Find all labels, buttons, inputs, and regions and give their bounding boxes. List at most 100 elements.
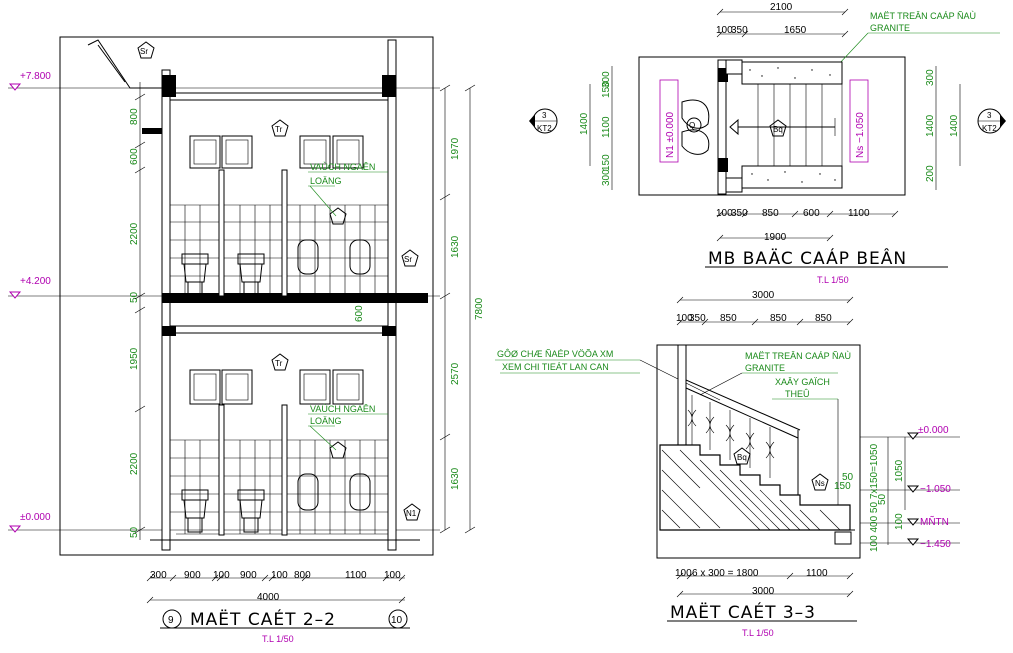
dim-label: 100 <box>716 25 733 36</box>
level-label: ±0.000 <box>20 512 51 523</box>
note-text: MAËT TREÂN CAÁP ÑAÙ <box>870 11 976 21</box>
dim-label: 350 <box>731 208 748 219</box>
dim-label: 350 <box>731 25 748 36</box>
dim-label: 850 <box>815 313 832 324</box>
plan-scale: T.L 1/50 <box>817 275 849 285</box>
dim-label: 4000 <box>257 592 280 603</box>
dim-label: 800 <box>129 108 140 125</box>
note-text: VAÙCH NGAÊN <box>310 162 375 172</box>
level-box-ns: Ns −1.050 <box>849 79 869 163</box>
level-marker-bottom: ±0.000 <box>8 512 51 533</box>
tag-text: Ns <box>815 479 825 488</box>
level-box-n1: N1 ±0.000 <box>659 79 679 163</box>
dim-label: 100 <box>384 570 401 581</box>
note-text: THEÛ <box>785 389 810 399</box>
dim-label: 2570 <box>450 362 461 385</box>
level-label: Ns −1.050 <box>855 112 866 158</box>
dim-label: 50 <box>877 493 888 505</box>
ref-text: KT2 <box>982 124 997 133</box>
dim-label: 1400 <box>579 112 590 135</box>
tag-tr-low: Tr <box>271 353 289 371</box>
dim-label: 1630 <box>450 467 461 490</box>
note-text: XAÂY GAÏCH <box>775 377 830 387</box>
tag-text: Sr <box>404 255 412 264</box>
dim-label: 600 <box>129 148 140 165</box>
dim-label: 1630 <box>450 235 461 258</box>
dim-label: 50 <box>129 526 140 538</box>
dim-label: 100 <box>271 570 288 581</box>
dim-label: 900 <box>240 570 257 581</box>
dim-label: 1650 <box>784 25 807 36</box>
section-ref-right: 3 KT2 <box>977 108 1006 134</box>
dim-label: 850 <box>762 208 779 219</box>
tag-text: N1 <box>406 509 417 518</box>
dim-label: 100 <box>716 208 733 219</box>
dim-label: 1950 <box>129 347 140 370</box>
level-marker-mid: +4.200 <box>8 276 51 299</box>
dim-label: 150 <box>601 81 612 98</box>
dim-label: 300 <box>601 169 612 186</box>
level-label: ±0.000 <box>918 425 949 436</box>
note-text: VAÙCH NGAÊN <box>310 404 375 414</box>
dim-label: 300 <box>925 69 936 86</box>
dim-label: 2200 <box>129 452 140 475</box>
dim-label: 1100 <box>345 570 367 581</box>
dim-label: 100 <box>676 313 693 324</box>
tag-text: Tr <box>275 125 283 134</box>
tag-text: Bq <box>737 453 747 462</box>
plan-frame <box>638 56 906 196</box>
dim-label: 900 <box>184 570 201 581</box>
section-title: MAËT CAÉT 2–2 <box>190 608 336 630</box>
section-ref-left: 3 KT2 <box>529 108 558 134</box>
dim-label: 800 <box>294 570 311 581</box>
dim-label: 850 <box>720 313 737 324</box>
dim-label: 50 <box>129 291 140 303</box>
dim-label: 600 <box>354 305 365 322</box>
section-scale: T.L 1/50 <box>262 634 294 644</box>
dim-label: 100 400 50 7x150=1050 <box>869 443 880 552</box>
svg-text:150: 150 <box>834 481 851 492</box>
dim-label: 100 <box>213 570 230 581</box>
tag-tr-top: Tr <box>271 119 289 137</box>
tag-sr-top: Sr <box>137 41 155 59</box>
ref-text: 3 <box>987 111 992 120</box>
level-label: +7.800 <box>20 71 51 82</box>
note-text: GRANITE <box>870 23 910 33</box>
dim-label: 300 <box>601 71 612 88</box>
section33-scale: T.L 1/50 <box>742 628 774 638</box>
tag-text: Sr <box>140 47 148 56</box>
section-3-3: 3000 100 350 850 850 850 GÔØ CHÆ ÑAÉP VÖ… <box>495 290 960 638</box>
sec33-tag-ns: Ns <box>811 473 829 491</box>
dim-label: 1100 <box>848 208 870 219</box>
dim-label: 1100 <box>601 116 612 138</box>
section-3-3-frame <box>656 344 861 559</box>
dim-label: 200 <box>925 165 936 182</box>
dim-label: 2200 <box>129 222 140 245</box>
dim-label: 350 <box>689 313 706 324</box>
level-label: MÑTN <box>920 515 949 528</box>
dim-label: 7800 <box>474 297 485 320</box>
dim-label: 2100 <box>770 2 793 13</box>
dim-label: 1970 <box>450 137 461 160</box>
svg-text:50: 50 <box>842 472 854 483</box>
ref-text: KT2 <box>537 124 552 133</box>
dim-label: 1050 <box>894 459 905 482</box>
sec33-tag-bq: Bq <box>733 447 751 465</box>
tag-sr-mid: Sr <box>401 249 419 267</box>
tag-text: Tr <box>275 359 283 368</box>
section33-title: MAËT CAÉT 3–3 <box>670 601 816 623</box>
tag-n1: N1 <box>403 503 421 521</box>
level-label: +4.200 <box>20 276 51 287</box>
partition-note-lower: VAÙCH NGAÊN LOÄNG <box>308 404 388 451</box>
note-text: LOÄNG <box>310 416 342 426</box>
note-text: MAËT TREÂN CAÁP ÑAÙ <box>745 351 851 361</box>
note-text: LOÄNG <box>310 176 342 186</box>
dim-label: 150 <box>601 154 612 171</box>
note-text: GÔØ CHÆ ÑAÉP VÖÕA XM <box>497 349 613 359</box>
mirror-group <box>189 135 364 405</box>
dim-label: 1900 <box>764 232 787 243</box>
balusters <box>687 395 775 478</box>
dim-label: 3000 <box>752 290 775 301</box>
axis-label-right: 10 <box>391 615 403 626</box>
